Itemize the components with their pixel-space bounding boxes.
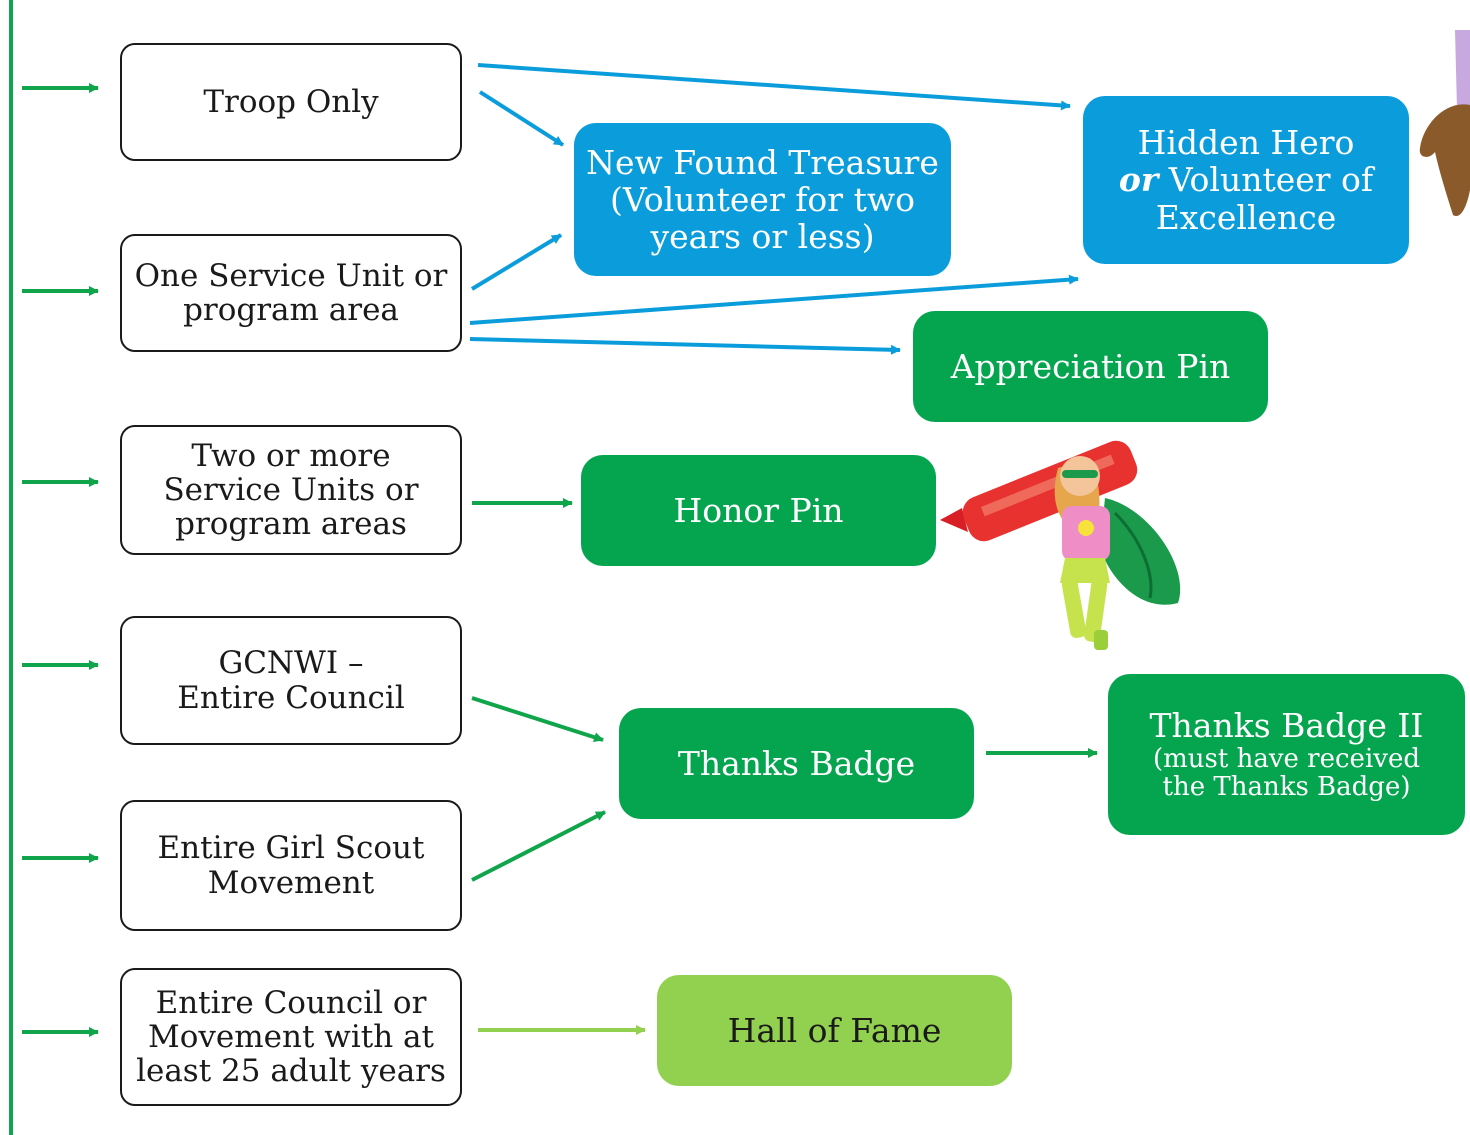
superhero-crayon-illustration xyxy=(940,440,1181,650)
scope-entire-movement: Entire Girl Scout Movement xyxy=(120,800,462,931)
arrow-one-su-to-appreciation xyxy=(469,337,901,355)
arrow-troop-to-hidden-hero xyxy=(477,63,1071,111)
new-found-treasure-subtitle-1: (Volunteer for two xyxy=(610,179,915,219)
arrow-movement-to-thanks xyxy=(471,810,606,882)
award-appreciation-pin: Appreciation Pin xyxy=(913,311,1268,422)
scope-two-or-more-service-units: Two or more Service Units or program are… xyxy=(120,425,462,555)
scope-hall-of-fame-eligibility: Entire Council or Movement with at least… xyxy=(120,968,462,1106)
arrow-one-su-to-hidden-hero xyxy=(469,274,1079,325)
award-new-found-treasure: New Found Treasure (Volunteer for two ye… xyxy=(574,123,951,276)
timeline-bar xyxy=(9,0,13,1135)
scope-one-service-unit: One Service Unit or program area xyxy=(120,234,462,352)
thanks-badge-ii-title: Thanks Badge II xyxy=(1149,706,1424,746)
new-found-treasure-title: New Found Treasure xyxy=(586,142,939,182)
award-hall-of-fame: Hall of Fame xyxy=(657,975,1012,1086)
scope-entire-council: GCNWI – Entire Council xyxy=(120,616,462,745)
or-connector: or xyxy=(1118,160,1159,200)
arrow-troop-to-new-found xyxy=(478,90,565,147)
thanks-badge-ii-note-1: (must have received xyxy=(1153,743,1420,774)
award-thanks-badge-ii: Thanks Badge II (must have received the … xyxy=(1108,674,1465,835)
award-honor-pin: Honor Pin xyxy=(581,455,936,566)
hand-illustration xyxy=(1419,30,1470,217)
award-thanks-badge: Thanks Badge xyxy=(619,708,974,819)
arrow-one-su-to-new-found xyxy=(470,233,563,291)
scope-troop-only: Troop Only xyxy=(120,43,462,161)
excellence-label: Excellence xyxy=(1155,197,1337,237)
award-hidden-hero: Hidden Hero or Volunteer of Excellence xyxy=(1083,96,1409,264)
new-found-treasure-subtitle-2: years or less) xyxy=(650,217,875,257)
arrow-council-to-thanks xyxy=(471,696,604,743)
hidden-hero-or-line: or Volunteer of xyxy=(1119,161,1373,198)
volunteer-of-label: Volunteer of xyxy=(1158,160,1374,200)
thanks-badge-ii-note-2: the Thanks Badge) xyxy=(1162,772,1411,803)
hidden-hero-title: Hidden Hero xyxy=(1137,123,1355,163)
